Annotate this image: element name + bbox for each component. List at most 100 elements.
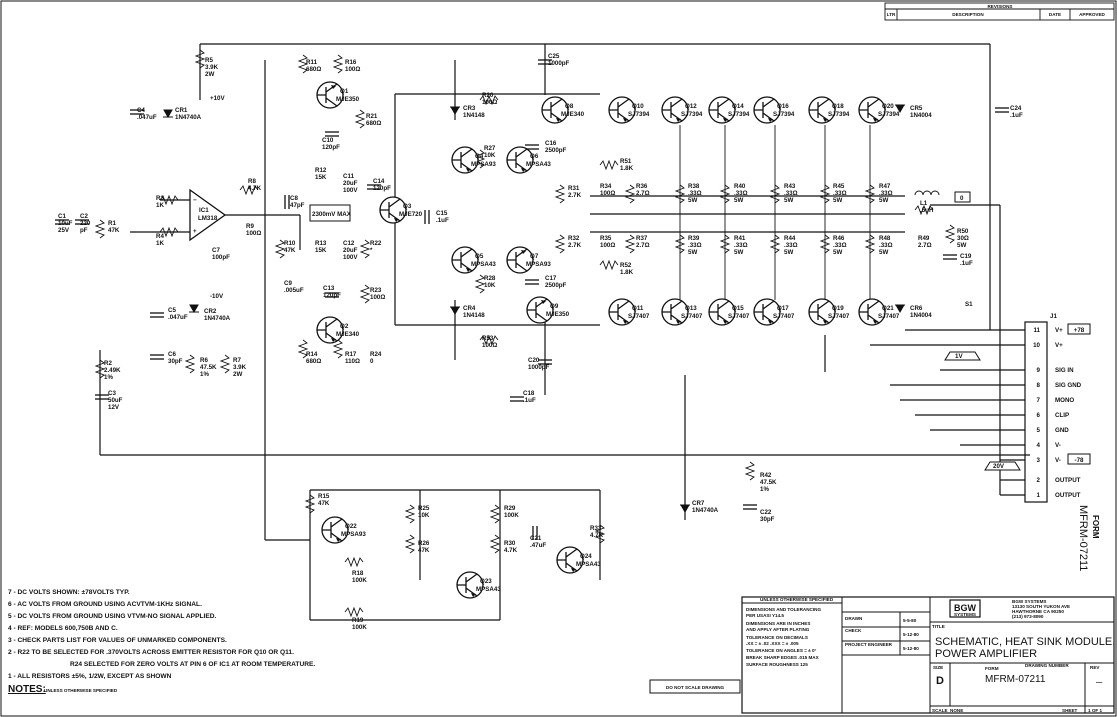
project-label: PROJECT ENGINEER	[845, 642, 893, 647]
transistor-ref: Q22	[345, 523, 357, 530]
transistor-part: SJ7394	[773, 111, 795, 118]
component-ref-cr3: CR3	[463, 105, 476, 112]
component-value-cr7: 1N4740A	[692, 507, 719, 514]
company-line-0: BGW SYSTEMS	[1012, 599, 1046, 604]
component-ref-r4: R4	[156, 233, 164, 240]
component-ref-r40: R40	[734, 183, 746, 190]
side-drawing-number: MFRM-07211	[1077, 505, 1089, 571]
component-ref-r53: R53	[482, 335, 494, 342]
component-value-r10: 47K	[284, 247, 296, 254]
component-value-r23: 100Ω	[370, 294, 385, 301]
connector-voltage-badge	[1067, 323, 1091, 335]
transistor-ref: Q20	[882, 103, 894, 110]
component-value-r2: 1%	[104, 374, 113, 381]
component-value-r40: 5W	[734, 197, 743, 204]
connector-pin-label: V+	[1055, 342, 1063, 349]
component-ref-r28: R28	[484, 275, 496, 282]
component-value-r50: 30Ω	[957, 235, 969, 242]
spec-line-4: TOLERANCE ON DECIMALS	[746, 635, 808, 640]
component-ref-r15: R15	[318, 493, 330, 500]
component-ref-c24: C24	[1010, 105, 1022, 112]
component-value-c12: 20uF	[343, 247, 358, 254]
transistor-ref: Q3	[403, 203, 412, 210]
transistor-part: MJE720	[399, 211, 423, 218]
diode-symbols	[163, 104, 905, 514]
component-ref-cr7: CR7	[692, 500, 705, 507]
component-labels: R53.9K2WC4.047uFCR11N4740AR11680ΩR16100Ω…	[58, 53, 1023, 631]
component-value-c12: 100V	[343, 254, 358, 261]
component-value-r16: 100Ω	[345, 66, 360, 73]
component-ref-c13: C13	[323, 285, 335, 292]
notes-block: 7 - DC VOLTS SHOWN: ±78VOLTS TYP. 6 - AC…	[8, 589, 315, 695]
component-value-r39: 5W	[688, 249, 697, 256]
component-value-r2: 2.49K	[104, 367, 121, 374]
transistor-part: MPSA93	[471, 161, 496, 168]
component-ref-cr1: CR1	[175, 107, 188, 114]
component-ref-c16: C16	[545, 140, 557, 147]
transistor-ref: Q13	[685, 305, 697, 312]
component-value-r21: 680Ω	[366, 120, 381, 127]
note-2b: R24 SELECTED FOR ZERO VOLTS AT PIN 6 OF …	[70, 661, 315, 668]
component-ref-c6: C6	[168, 351, 176, 358]
svg-text:+: +	[193, 228, 197, 235]
component-value-r48: .33Ω	[879, 242, 893, 249]
component-value-c3: 12V	[108, 404, 120, 411]
component-value-c21: .47uF	[530, 542, 546, 549]
component-ref-c11: C11	[343, 173, 355, 180]
component-value-l1: .5uH	[920, 207, 934, 214]
component-ref-r43: R43	[784, 183, 796, 190]
transistor-part: SJ7394	[681, 111, 703, 118]
component-value-r28: 10K	[484, 282, 496, 289]
component-value-c11: 20uF	[343, 180, 358, 187]
component-value-c13: 120pF	[323, 292, 341, 299]
component-value-r20: 100Ω	[482, 99, 497, 106]
component-ref-c18: C18	[523, 390, 535, 397]
transistor-part: SJ7394	[728, 111, 750, 118]
component-value-r1: 47K	[108, 227, 120, 234]
drawing-number: MFRM-07211	[985, 674, 1046, 685]
component-value-r38: 5W	[688, 197, 697, 204]
component-value-c1: 10uF	[58, 220, 73, 227]
marker-zero: 0	[960, 195, 964, 202]
component-ref-r31: R31	[568, 185, 580, 192]
component-value-r47: .33Ω	[879, 190, 893, 197]
transistor-part: SJ7394	[878, 111, 900, 118]
spec-line-5: .XX = ± .02 .XXX = ± .005	[746, 641, 799, 646]
component-value-r33: 4.7K	[590, 532, 604, 539]
title-block: DO NOT SCALE DRAWING UNLESS OTHERWISE SP…	[649, 505, 1115, 714]
component-value-r8: 4.7K	[248, 185, 262, 192]
do-not-scale: DO NOT SCALE DRAWING	[666, 685, 725, 690]
component-value-r44: .33Ω	[784, 242, 798, 249]
component-value-c22: 30pF	[760, 516, 775, 523]
spec-line-2: DIMENSIONS ARE IN INCHES	[746, 621, 810, 626]
marker-1v: 1V	[955, 353, 963, 360]
component-ref-c7: C7	[212, 247, 220, 254]
svg-text:−: −	[193, 197, 197, 204]
marker-limit: 2300mV MAX	[312, 211, 352, 218]
transistor-ref: Q21	[882, 305, 894, 312]
component-value-r7: 2W	[233, 371, 242, 378]
transistor-ref: Q10	[632, 103, 644, 110]
notes-sub: UNLESS OTHERWISE SPECIFIED	[44, 688, 118, 693]
component-ref-cr4: CR4	[463, 305, 476, 312]
form-label: FORM	[985, 666, 999, 671]
component-value-r41: 5W	[734, 249, 743, 256]
component-value-r50: 5W	[957, 242, 966, 249]
component-value-r42: 47.5K	[760, 479, 777, 486]
project-date: 5-12-80	[903, 646, 919, 651]
component-value-cr3: 1N4148	[463, 112, 485, 119]
component-value-c2: pF	[80, 227, 88, 234]
component-value-r6: 1%	[200, 371, 209, 378]
component-ref-r36: R36	[636, 183, 648, 190]
revisions-col-description: DESCRIPTION	[952, 12, 984, 17]
bgw-logo	[949, 599, 981, 618]
